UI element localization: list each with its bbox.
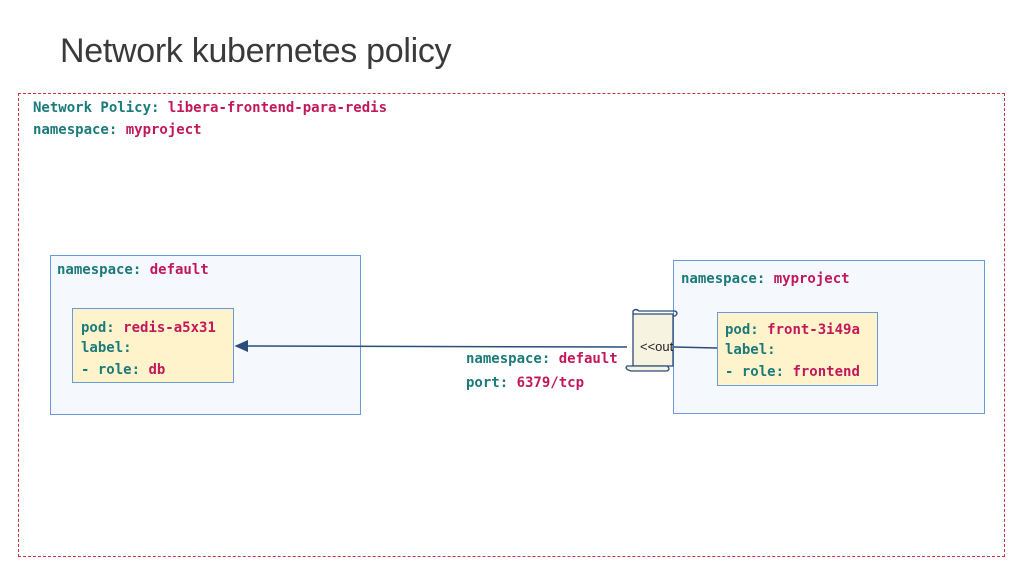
scroll-icon [625, 308, 678, 372]
network-policy-frame [18, 93, 1005, 557]
egress-arrow-line [236, 346, 718, 348]
pod-frontend-value: front-3i49a [767, 322, 860, 338]
pod-frontend-role: - role: frontend [725, 364, 860, 380]
pod-frontend-name: pod: front-3i49a [725, 322, 860, 338]
pod-redis-label-key: label: [81, 340, 132, 356]
policy-name-key: Network Policy [33, 100, 152, 116]
egress-namespace-value: default [558, 351, 618, 367]
egress-stereotype: <<out [640, 339, 674, 354]
page-title: Network kubernetes policy [60, 32, 452, 70]
pod-redis-role: - role: db [81, 362, 166, 378]
egress-namespace-key: namespace [466, 351, 542, 367]
pod-redis-role-key: - role [81, 362, 132, 378]
namespace-myproject-key: namespace [681, 271, 757, 287]
policy-name: Network Policy: libera-frontend-para-red… [33, 100, 388, 116]
policy-namespace: namespace: myproject [33, 122, 202, 138]
pod-redis-role-value: db [148, 362, 166, 378]
pod-redis-value: redis-a5x31 [123, 320, 216, 336]
egress-namespace: namespace: default [466, 351, 618, 367]
namespace-default-key: namespace [57, 262, 133, 278]
egress-port: port: 6379/tcp [466, 375, 585, 391]
policy-namespace-key: namespace [33, 122, 109, 138]
pod-frontend-role-key: - role [725, 364, 776, 380]
pod-redis-box [72, 308, 234, 383]
pod-frontend-role-value: frontend [792, 364, 860, 380]
pod-redis-key: pod [81, 320, 107, 336]
policy-namespace-value: myproject [125, 122, 202, 138]
namespace-myproject-label: namespace: myproject [681, 271, 850, 287]
egress-port-key: port [466, 375, 500, 391]
egress-port-value: 6379/tcp [516, 375, 585, 391]
pod-redis-name: pod: redis-a5x31 [81, 320, 216, 336]
namespace-default-label: namespace: default [57, 262, 209, 278]
namespace-default-value: default [149, 262, 209, 278]
policy-name-value: libera-frontend-para-redis [167, 100, 388, 116]
pod-frontend-label-key: label: [725, 342, 776, 358]
pod-frontend-key: pod [725, 322, 751, 338]
namespace-myproject-value: myproject [773, 271, 850, 287]
pod-frontend-box [717, 312, 878, 386]
